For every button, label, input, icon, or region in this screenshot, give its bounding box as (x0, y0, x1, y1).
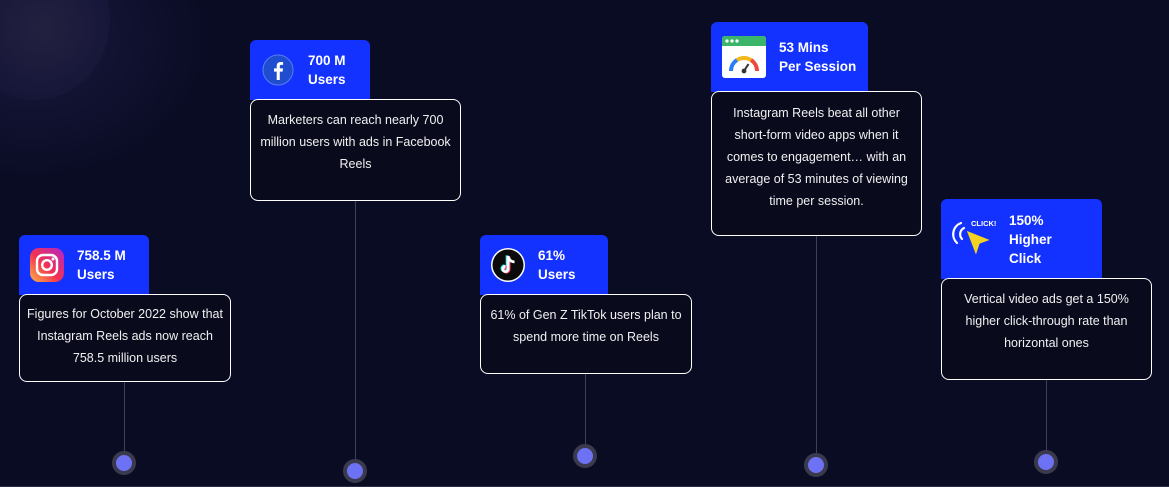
stat-title: 700 M Users (308, 53, 346, 87)
click-label: CLICK! (971, 219, 996, 228)
stat-tag: 758.5 M Users (19, 235, 149, 295)
speedometer-icon (721, 35, 767, 79)
click-cursor-icon: CLICK! (951, 217, 999, 261)
facebook-icon (260, 52, 296, 88)
stat-tag: CLICK! 150% Higher Click (941, 199, 1102, 279)
instagram-icon (29, 247, 65, 283)
timeline-dot[interactable] (804, 453, 828, 477)
stat-title: 61% Users (538, 248, 576, 282)
stat-card: Vertical video ads get a 150% higher cli… (941, 278, 1152, 380)
timeline-dot[interactable] (573, 444, 597, 468)
background-blob (0, 0, 110, 100)
connector-line (1046, 378, 1047, 456)
connector-line (816, 235, 817, 463)
connector-line (355, 200, 356, 460)
stat-title: 758.5 M Users (77, 248, 126, 282)
timeline-dot[interactable] (1034, 450, 1058, 474)
stat-card: Instagram Reels beat all other short-for… (711, 91, 922, 236)
stat-tag: 61% Users (480, 235, 608, 295)
stat-card: 61% of Gen Z TikTok users plan to spend … (480, 294, 692, 374)
stat-title: 53 Mins Per Session (779, 40, 857, 74)
stat-tag: 700 M Users (250, 40, 370, 100)
stat-tag: 53 Mins Per Session (711, 22, 868, 92)
connector-line (124, 380, 125, 456)
stat-title: 150% Higher Click (1009, 212, 1052, 266)
stat-card: Marketers can reach nearly 700 million u… (250, 99, 461, 201)
timeline-dot[interactable] (112, 451, 136, 475)
tiktok-icon (490, 247, 526, 283)
timeline-dot[interactable] (343, 459, 367, 483)
stat-card: Figures for October 2022 show that Insta… (19, 294, 231, 382)
connector-line (585, 372, 586, 448)
